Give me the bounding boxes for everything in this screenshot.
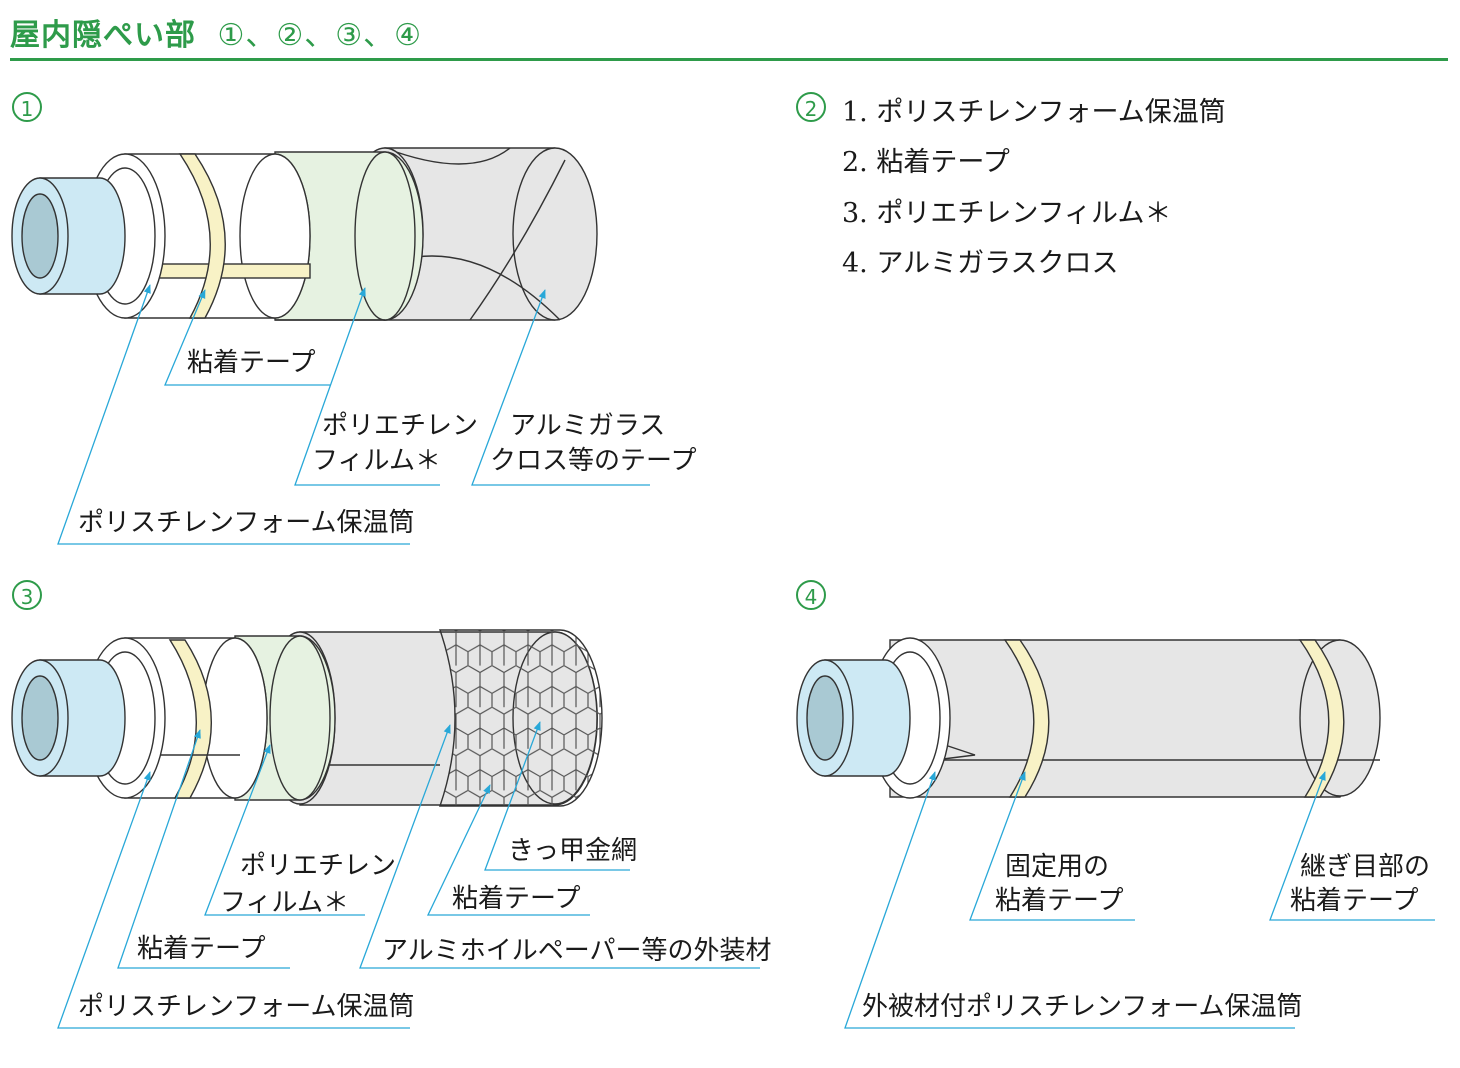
panel-2-marker: 2 (796, 92, 826, 122)
label-film-1-line1: ポリエチレン (322, 411, 479, 441)
pipe-diagram-4 (796, 637, 1381, 799)
title-rule (10, 58, 1448, 61)
list-item-1: 1. ポリスチレンフォーム保温筒 (842, 97, 1226, 128)
panel-1-marker: 1 (12, 92, 42, 122)
label-foam-4: 外被材付ポリスチレンフォーム保温筒 (862, 992, 1303, 1022)
label-foam-3: ポリスチレンフォーム保温筒 (78, 992, 415, 1022)
label-film-3-line1: ポリエチレン (240, 851, 397, 881)
label-tape-1: 粘着テープ (187, 348, 316, 378)
label-joint-4-line1: 継ぎ目部の (1300, 852, 1431, 882)
leader-lines-4 (844, 771, 1435, 1029)
label-tape-3b: 粘着テープ (452, 884, 581, 914)
label-fix-4-line1: 固定用の (1005, 852, 1110, 882)
pipe-diagram-1 (11, 147, 598, 321)
label-outer-3: アルミホイルペーパー等の外装材 (382, 936, 772, 966)
title-text: 屋内隠ぺい部 (10, 18, 196, 53)
label-film-3-line2: フィルム＊ (220, 888, 349, 918)
label-film-1-line2: フィルム＊ (312, 446, 441, 476)
list-item-4: 4. アルミガラスクロス (842, 248, 1119, 279)
label-mesh-3: きっ甲金網 (508, 836, 637, 866)
leader-lines-1 (57, 284, 650, 545)
list-item-2: 2. 粘着テープ (842, 147, 1010, 178)
label-alu-1-line1: アルミガラス (510, 411, 666, 441)
panel-3-marker: 3 (12, 580, 42, 610)
label-tape-3a: 粘着テープ (137, 934, 266, 964)
label-fix-4-line2: 粘着テープ (995, 886, 1124, 916)
pipe-diagram-3 (11, 629, 603, 807)
label-joint-4-line2: 粘着テープ (1290, 886, 1419, 916)
list-item-3: 3. ポリエチレンフィルム＊ (842, 198, 1172, 229)
page-title: 屋内隠ぺい部 ①、②、③、④ (10, 10, 422, 54)
title-items: ①、②、③、④ (217, 18, 423, 53)
leader-lines-3 (57, 721, 760, 1029)
label-alu-1-line2: クロス等のテープ (490, 446, 697, 476)
panel-4-marker: 4 (796, 580, 826, 610)
label-foam-1: ポリスチレンフォーム保温筒 (78, 508, 415, 538)
